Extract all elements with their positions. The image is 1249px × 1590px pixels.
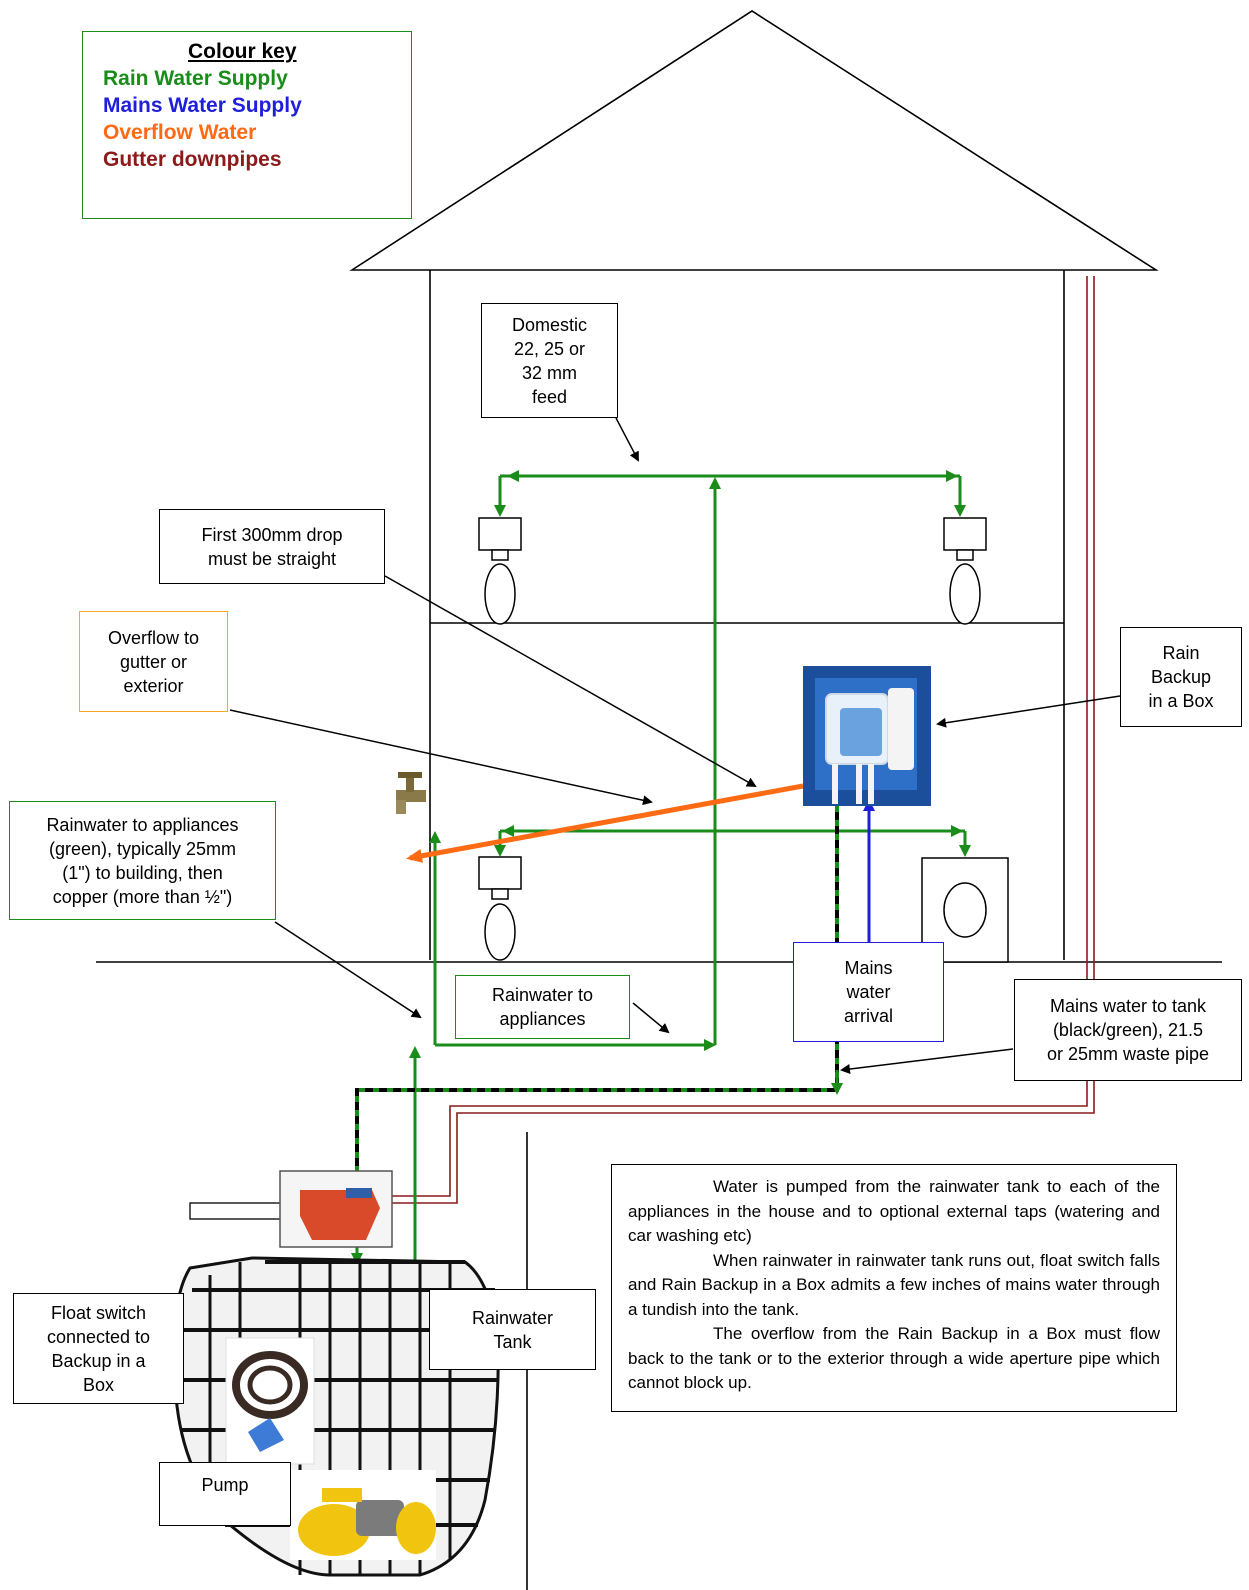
label-pump: Pump (159, 1462, 291, 1526)
overflow-pipe (406, 783, 804, 863)
toilet-upstairs-left (478, 517, 522, 625)
description-note: Water is pumped from the rainwater tank … (611, 1164, 1177, 1412)
toilet-upstairs-right (943, 517, 987, 625)
label-rain-backup: Rain Backup in a Box (1120, 627, 1242, 727)
colour-key: Colour key Rain Water Supply Mains Water… (82, 31, 412, 219)
label-arrows (229, 417, 1121, 1074)
washing-machine (921, 857, 1009, 963)
label-domestic-feed: Domestic 22, 25 or 32 mm feed (481, 303, 618, 418)
key-gutter-downpipes: Gutter downpipes (103, 148, 282, 171)
gutter-downpipe (392, 276, 1095, 1204)
house-roof (349, 10, 1159, 271)
label-overflow: Overflow to gutter or exterior (79, 611, 228, 712)
label-mains-arrival: Mains water arrival (793, 942, 944, 1042)
description-paragraph-1: Water is pumped from the rainwater tank … (628, 1177, 1160, 1245)
key-mains-water-supply: Mains Water Supply (103, 94, 302, 117)
description-paragraph-3: The overflow from the Rain Backup in a B… (628, 1324, 1160, 1392)
label-float-switch: Float switch connected to Backup in a Bo… (13, 1293, 184, 1404)
label-rainwater-appliances-main: Rainwater to appliances (green), typical… (9, 801, 276, 920)
toilet-downstairs (478, 856, 522, 961)
key-rain-water-supply: Rain Water Supply (103, 67, 288, 90)
label-rainwater-appliances-small: Rainwater to appliances (455, 975, 630, 1039)
external-tap-icon (396, 772, 426, 814)
label-mains-to-tank: Mains water to tank (black/green), 21.5 … (1014, 979, 1242, 1081)
label-first-drop: First 300mm drop must be straight (159, 509, 385, 584)
rain-backup-box-photo (803, 666, 931, 806)
description-paragraph-2: When rainwater in rainwater tank runs ou… (628, 1250, 1160, 1319)
label-rainwater-tank: Rainwater Tank (429, 1289, 596, 1370)
colour-key-title: Colour key (188, 40, 297, 63)
key-overflow-water: Overflow Water (103, 121, 257, 144)
